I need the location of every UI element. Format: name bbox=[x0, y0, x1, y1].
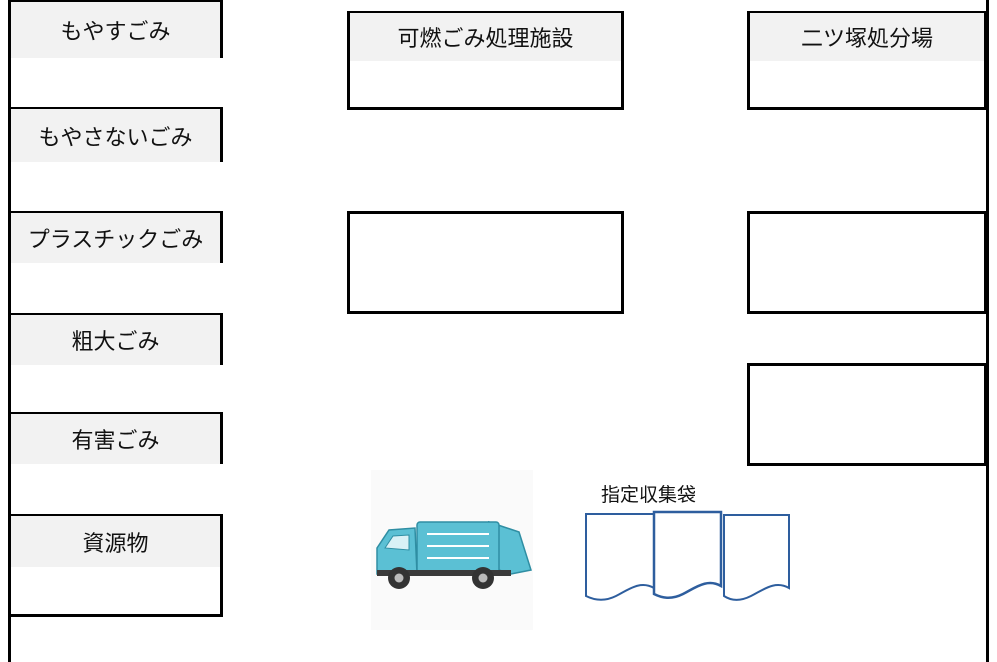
category-box-oversized: 粗大ごみ bbox=[8, 313, 223, 365]
category-label-plastic: プラスチックごみ bbox=[11, 213, 220, 263]
facility-box-incineration: 可燃ごみ処理施設 bbox=[347, 11, 624, 110]
empty-box-right-2 bbox=[747, 363, 987, 466]
category-box-burnable: もやすごみ bbox=[8, 0, 223, 58]
category-box-plastic: プラスチックごみ bbox=[8, 211, 223, 263]
category-label-burnable: もやすごみ bbox=[11, 2, 220, 58]
garbage-truck-icon bbox=[371, 470, 533, 630]
category-box-non-burnable: もやさないごみ bbox=[8, 107, 223, 162]
empty-box-middle bbox=[347, 211, 624, 314]
facility-box-landfill: 二ツ塚処分場 bbox=[747, 11, 987, 110]
category-box-hazardous: 有害ごみ bbox=[8, 412, 223, 464]
bags-caption: 指定収集袋 bbox=[601, 484, 697, 506]
facility-label-incineration: 可燃ごみ処理施設 bbox=[350, 13, 621, 61]
facility-label-landfill: 二ツ塚処分場 bbox=[750, 13, 984, 61]
category-label-recyclables: 資源物 bbox=[11, 516, 220, 567]
category-label-oversized: 粗大ごみ bbox=[11, 315, 220, 365]
category-label-non-burnable: もやさないごみ bbox=[11, 109, 220, 162]
right-edge-line bbox=[986, 0, 989, 662]
collection-bags-icon bbox=[580, 508, 795, 612]
category-label-hazardous: 有害ごみ bbox=[11, 414, 220, 464]
empty-box-right-1 bbox=[747, 211, 987, 314]
category-box-recyclables: 資源物 bbox=[8, 514, 223, 617]
